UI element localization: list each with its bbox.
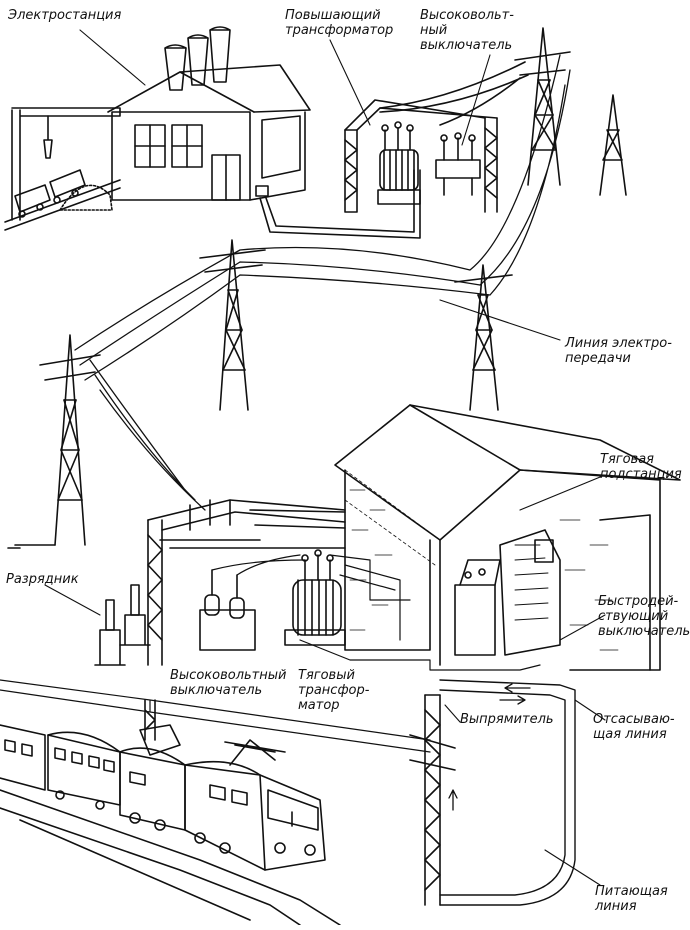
tower-right-middle: [454, 264, 513, 411]
hv-breaker-bottom: [199, 569, 256, 651]
tower-left: [7, 334, 101, 549]
label-hv-breaker-top: Высоковольт- ный выключатель: [420, 8, 514, 53]
leader-lines: [44, 29, 606, 886]
substation-portal: [147, 499, 346, 666]
substation-wiring: [211, 554, 541, 671]
label-rectifier: Выпрямитель: [460, 712, 554, 727]
label-arrester: Разрядник: [6, 572, 79, 587]
label-traction-transformer: Тяговый трансфор- матор: [298, 668, 370, 713]
label-power-station: Электростанция: [8, 8, 122, 23]
label-suction-line: Отсасываю- щая линия: [593, 712, 675, 742]
electric-train: [0, 724, 326, 871]
label-hv-breaker-bottom: Высоковольтный выключатель: [170, 668, 287, 698]
tower-middle: [199, 239, 266, 411]
transmission-wires: [74, 54, 571, 381]
feeder-and-suction-lines: [439, 679, 576, 906]
power-station-building: [4, 26, 311, 231]
catenary-support-right: [409, 694, 456, 906]
label-fast-breaker: Быстродей- ствующий выключатель: [598, 594, 690, 639]
label-feeder-line: Питающая линия: [595, 884, 668, 914]
railway-track: [0, 789, 341, 926]
step-up-substation: [344, 99, 498, 213]
catenary-wires: [0, 679, 431, 753]
current-arrows: [448, 683, 531, 811]
label-power-line: Линия электро- передачи: [565, 336, 672, 366]
tower-top-right: [514, 27, 627, 196]
outgoing-lines: [379, 61, 529, 126]
label-traction-substation: Тяговая подстанция: [600, 452, 682, 482]
traction-substation-building: [334, 404, 681, 671]
label-step-up-transformer: Повышающий трансформатор: [285, 8, 394, 38]
catenary-support-left: [139, 699, 181, 756]
arresters: [94, 584, 151, 666]
traction-transformer: [284, 549, 346, 646]
lines-to-substation: [89, 359, 206, 511]
